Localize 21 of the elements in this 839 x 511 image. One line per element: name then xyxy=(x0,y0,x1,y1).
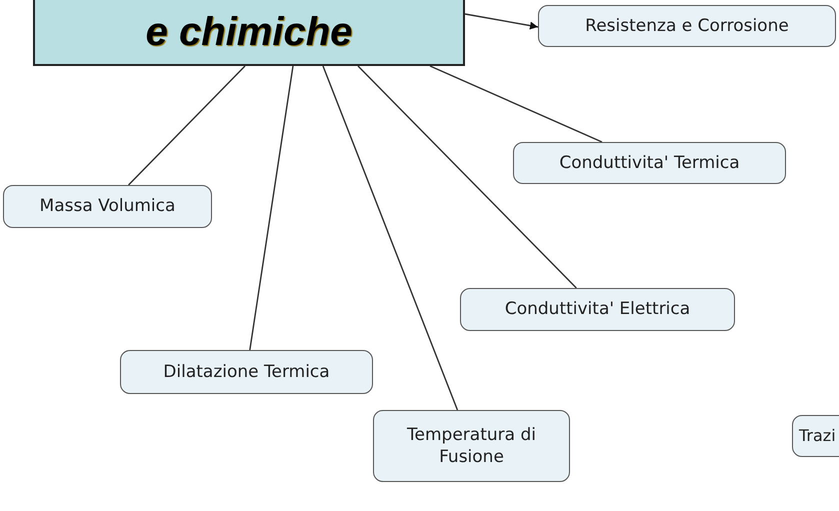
arrow xyxy=(464,13,538,30)
concept-box xyxy=(513,142,786,184)
connector-line xyxy=(358,66,577,288)
concept-box xyxy=(120,350,373,394)
connector-line xyxy=(128,66,246,186)
connector-line xyxy=(249,66,294,350)
concept-label: Temperatura di Fusione xyxy=(406,424,537,468)
concept-label: Conduttivita' Termica xyxy=(559,152,740,174)
concept-label: Massa Volumica xyxy=(40,195,176,218)
topic-box xyxy=(33,0,465,66)
concept-label: Resistenza e Corrosione xyxy=(585,14,789,38)
concept-label: e chimiche xyxy=(146,8,352,56)
concept-label: Trazi xyxy=(799,426,836,446)
connector-line xyxy=(430,65,602,143)
concept-box xyxy=(538,5,836,47)
connector-line xyxy=(322,66,458,410)
concept-box xyxy=(460,288,735,331)
concept-label: Conduttivita' Elettrica xyxy=(504,298,690,321)
concept-box xyxy=(373,410,570,482)
concept-box xyxy=(3,185,212,228)
concept-label: Dilatazione Termica xyxy=(163,360,330,384)
